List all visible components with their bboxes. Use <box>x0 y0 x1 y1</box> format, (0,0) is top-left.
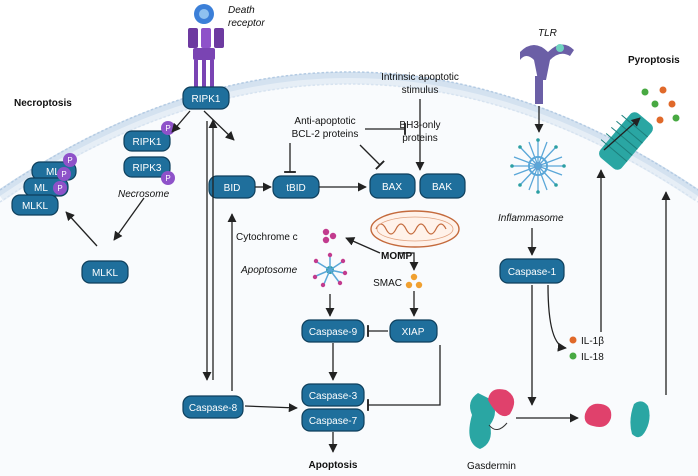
death-receptor-icon <box>188 4 224 88</box>
phospho-icon <box>161 171 175 185</box>
cytochrome-c-icon <box>322 228 337 244</box>
il-1b-label: IL-1β <box>581 336 604 347</box>
caspase-8-node <box>182 395 244 419</box>
phospho-label: P <box>67 156 72 165</box>
apoptosis-label: Apoptosis <box>309 460 358 471</box>
gasdermin-c-terminal-icon <box>630 401 650 438</box>
il-18-icon <box>569 352 577 360</box>
bak-label: BAK <box>432 182 452 193</box>
intrinsic-stimulus-label-1: Intrinsic apoptotic <box>381 72 459 83</box>
bax-label: BAX <box>382 182 402 193</box>
mlkl-front-label: MLKL <box>22 201 49 212</box>
apoptosome-label: Apoptosome <box>240 265 298 276</box>
phospho-icon <box>57 167 71 181</box>
mlkl-oligomer-icon: ML P ML P P MLKL <box>11 153 77 216</box>
momp-label: MOMP <box>381 251 412 262</box>
il-18-label: IL-18 <box>581 352 604 363</box>
necrosome-label: Necrosome <box>118 189 170 200</box>
xiap-node <box>389 319 438 343</box>
cytochrome-c-label: Cytochrome c <box>236 232 298 243</box>
smac-label: SMAC <box>373 278 402 289</box>
caspase-1-label: Caspase-1 <box>508 267 557 278</box>
mlkl-node <box>81 260 129 284</box>
mitochondrion-icon <box>370 210 460 248</box>
mlkl-front-node <box>11 194 59 216</box>
phospho-label: P <box>165 174 170 183</box>
bid-label: BID <box>224 183 241 194</box>
pyroptosis-label: Pyroptosis <box>628 55 680 66</box>
caspase-9-label: Caspase-9 <box>309 327 358 338</box>
ripk1-label: RIPK1 <box>133 137 162 148</box>
pathway-arrows <box>65 99 671 453</box>
caspase-9-node <box>301 319 365 343</box>
phospho-label: P <box>57 184 62 193</box>
phospho-icon <box>53 181 67 195</box>
apoptosome-icon <box>312 252 348 288</box>
inflammasome-label: Inflammasome <box>498 213 564 224</box>
death-receptor-label-1: Death <box>228 5 255 16</box>
mlkl-label: MLKL <box>92 268 119 279</box>
ripk3-node <box>123 156 171 178</box>
inflammasome-icon <box>510 138 566 194</box>
ripk1-receptor-label: RIPK1 <box>192 94 221 105</box>
caspase-3-node <box>301 383 365 407</box>
gasdermin-n-terminal-icon <box>584 403 612 427</box>
mlkl-mid-label: ML <box>34 183 48 194</box>
intrinsic-stimulus-label-2: stimulus <box>402 85 439 96</box>
mlkl-back-label: ML <box>46 167 60 178</box>
caspase-7-node <box>301 408 365 432</box>
bax-node <box>369 173 416 199</box>
smac-icon <box>405 273 423 289</box>
phospho-icon <box>63 153 77 167</box>
ripk1-node <box>123 130 171 152</box>
caspase-3-label: Caspase-3 <box>309 391 358 402</box>
ripk1-receptor-node <box>182 86 230 110</box>
necroptosis-label: Necroptosis <box>14 98 72 109</box>
tbid-label: tBID <box>286 183 305 194</box>
tlr-label: TLR <box>538 28 557 39</box>
ripk3-label: RIPK3 <box>133 163 162 174</box>
caspase-8-label: Caspase-8 <box>189 403 238 414</box>
gasdermin-label: Gasdermin <box>467 461 516 472</box>
anti-apoptotic-label-1: Anti-apoptotic <box>294 116 355 127</box>
caspase-1-node <box>499 258 565 284</box>
il-1b-icon <box>569 336 577 344</box>
death-receptor-label-2: receptor <box>228 18 265 29</box>
gasdermin-full-icon <box>469 389 515 449</box>
phospho-label: P <box>165 124 170 133</box>
caspase-7-label: Caspase-7 <box>309 416 358 427</box>
xiap-label: XIAP <box>402 327 425 338</box>
anti-apoptotic-label-2: BCL-2 proteins <box>292 129 359 140</box>
released-cytokines-icon <box>641 86 680 124</box>
bak-node <box>419 173 466 199</box>
tlr-receptor-icon <box>520 44 574 104</box>
phospho-label: P <box>61 170 66 179</box>
